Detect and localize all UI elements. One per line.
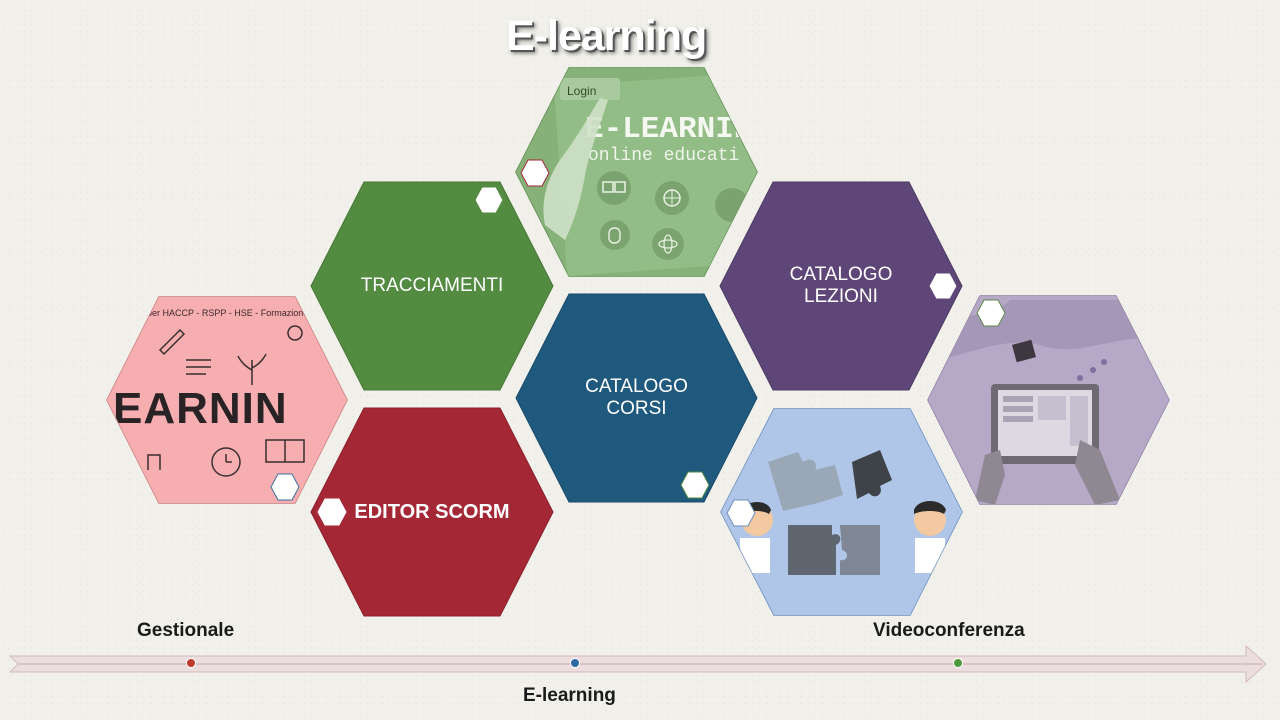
login-text: Login xyxy=(567,84,596,98)
lightbulb-icon xyxy=(287,325,303,341)
marker-hexagon-learning[interactable] xyxy=(270,473,300,501)
atom-icon xyxy=(658,234,678,254)
marker-hexagon-puzzle[interactable] xyxy=(726,499,756,527)
music-note-icon xyxy=(147,454,161,470)
book-icon xyxy=(602,181,626,193)
learning-caption: per HACCP - RSPP - HSE - Formazione 4.0 … xyxy=(147,308,337,318)
rocket-icon xyxy=(158,328,186,356)
catalogo-corsi-hexagon[interactable] xyxy=(515,293,758,503)
hand-pointer-icon xyxy=(543,98,608,240)
catalogo-corsi-label: CATALOGO CORSI xyxy=(585,376,688,419)
timeline-dot-elearning[interactable] xyxy=(570,658,580,668)
globe-icon xyxy=(663,189,681,207)
lines-icon xyxy=(186,359,211,375)
timeline-arrow xyxy=(8,644,1267,684)
timeline-label-gestionale: Gestionale xyxy=(137,620,235,641)
elearning-image-hexagon[interactable]: Login E-LEARNIN online educati xyxy=(515,67,787,277)
timeline-label-videoconferenza: Videoconferenza xyxy=(873,620,1025,641)
graduation-cap-icon xyxy=(1012,339,1036,363)
learning-word: EARNIN xyxy=(113,384,288,433)
stars-icon xyxy=(1077,359,1107,381)
timeline-dot-videoconferenza[interactable] xyxy=(953,658,963,668)
tablet-image-hexagon[interactable] xyxy=(927,295,1170,505)
plant-icon xyxy=(237,353,267,385)
puzzle-pieces-icon xyxy=(768,450,892,575)
person-right-icon xyxy=(914,501,946,573)
book-icon xyxy=(265,439,305,463)
learning-image-hexagon[interactable]: per HACCP - RSPP - HSE - Formazione 4.0 … xyxy=(106,296,348,504)
editor-scorm-label: EDITOR SCORM xyxy=(354,501,510,523)
timeline-label-elearning: E-learning xyxy=(523,685,616,706)
puzzle-image-hexagon[interactable] xyxy=(720,408,963,616)
catalogo-lezioni-hexagon[interactable] xyxy=(719,181,963,391)
tracciamenti-label: TRACCIAMENTI xyxy=(360,275,504,296)
marker-hexagon-tracciamenti[interactable] xyxy=(474,186,504,214)
timeline-dots xyxy=(186,658,963,668)
timeline-dot-gestionale[interactable] xyxy=(186,658,196,668)
marker-hexagon-scorm[interactable] xyxy=(317,498,347,526)
marker-hexagon-elearning[interactable] xyxy=(520,159,550,187)
mouse-icon xyxy=(608,227,621,244)
catalogo-lezioni-label: CATALOGO LEZIONI xyxy=(789,264,893,307)
person-left-icon xyxy=(740,501,773,573)
page-title: E-learning xyxy=(506,12,707,60)
clock-icon xyxy=(211,447,241,477)
elearning-headline: E-LEARNIN xyxy=(585,112,752,147)
marker-hexagon-corsi[interactable] xyxy=(680,471,710,499)
marker-hexagon-tablet[interactable] xyxy=(976,299,1006,327)
marker-hexagon-lezioni[interactable] xyxy=(928,272,958,300)
tracciamenti-hexagon[interactable] xyxy=(310,181,554,391)
editor-scorm-hexagon[interactable] xyxy=(310,407,554,617)
elearning-subline: online educati xyxy=(588,146,739,166)
hands-icon xyxy=(975,440,1120,504)
tablet-icon xyxy=(991,384,1099,464)
